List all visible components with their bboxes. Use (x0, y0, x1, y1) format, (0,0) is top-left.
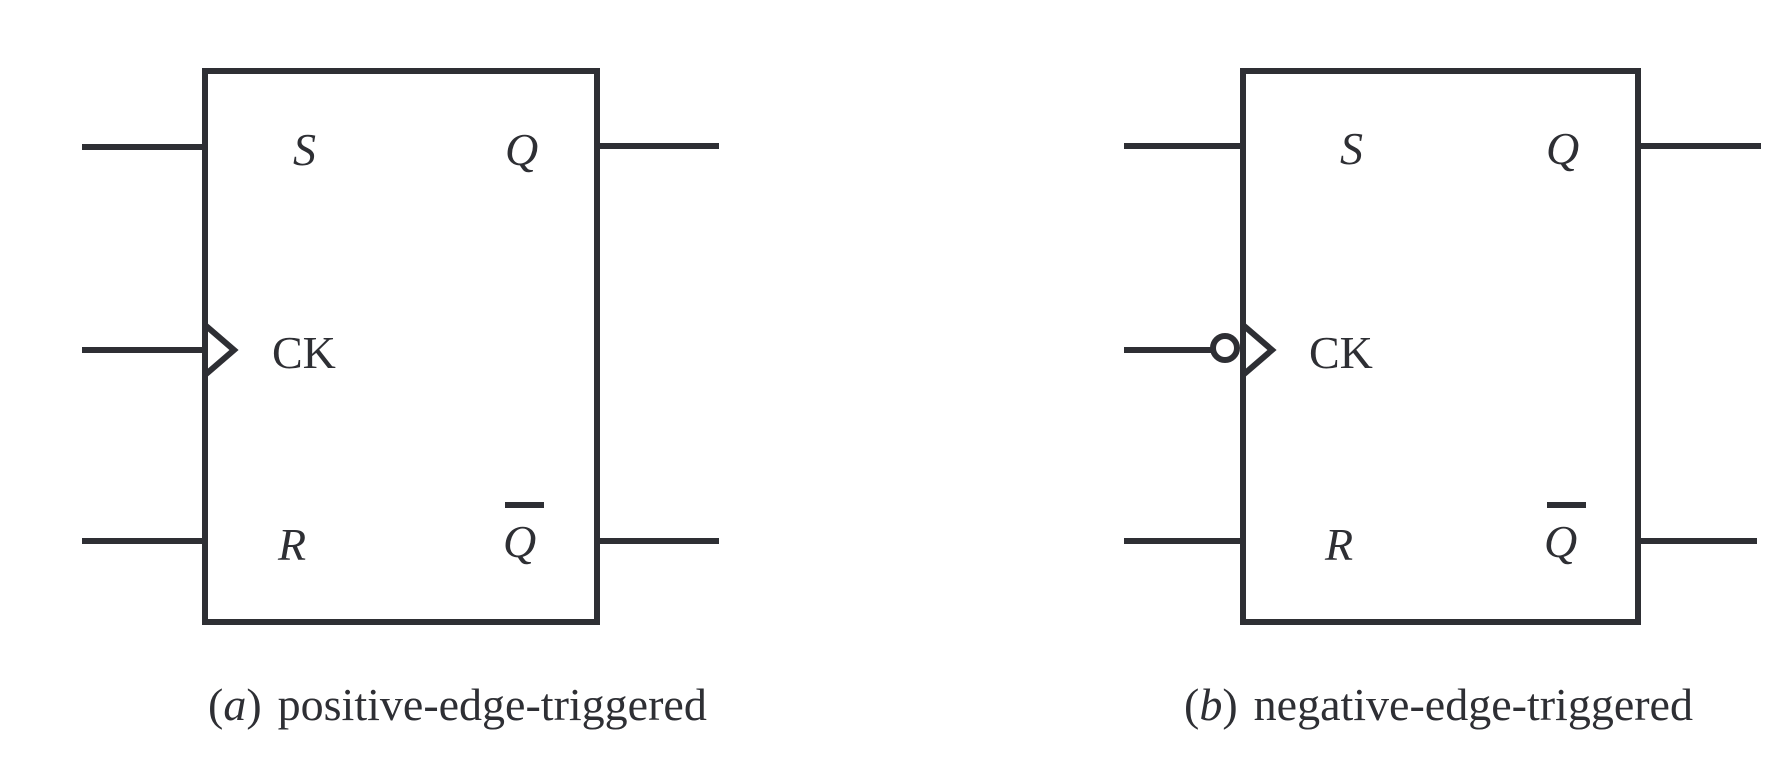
flip-flop-b-inversion-bubble (1210, 333, 1240, 363)
flip-flop-a-qbar-label: Q (503, 516, 536, 567)
flip-flop-b-caption: (b)negative-edge-triggered (1184, 679, 1693, 730)
flip-flop-b-r-label: R (1324, 519, 1353, 570)
flip-flop-a-q-label: Q (505, 124, 538, 175)
flip-flop-a-r-label: R (277, 519, 306, 570)
flip-flop-a: S Q CK R Q (a)positive-edge-triggered (82, 68, 719, 730)
flip-flop-a-s-label: S (293, 124, 316, 175)
flip-flop-b-qbar-label: Q (1544, 516, 1577, 567)
flip-flop-b-q-label: Q (1546, 123, 1579, 174)
flip-flop-a-clock-triangle (203, 322, 239, 378)
flip-flop-a-caption: (a)positive-edge-triggered (208, 679, 707, 730)
flip-flop-b-clock-triangle (1241, 322, 1277, 378)
flip-flop-b-ck-label: CK (1309, 327, 1373, 378)
flip-flop-b-s-label: S (1340, 123, 1363, 174)
flip-flop-a-body (202, 68, 600, 625)
flip-flop-a-ck-label: CK (272, 327, 336, 378)
flip-flop-b-body (1240, 68, 1641, 625)
flip-flop-b: S Q CK R Q (b)negative-edge-triggered (1124, 68, 1761, 730)
